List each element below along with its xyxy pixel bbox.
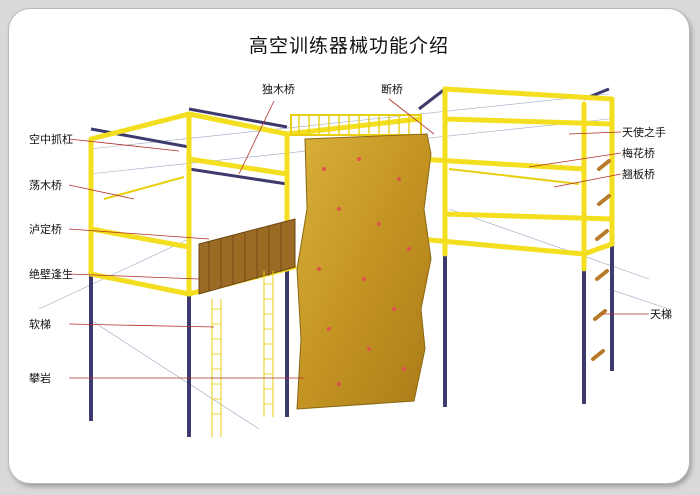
- label-rope-ladder: 软梯: [29, 318, 51, 331]
- equipment-illustration: [38, 86, 670, 437]
- label-plum-blossom-bridge: 梅花桥: [622, 147, 655, 160]
- label-single-log-bridge: 独木桥: [262, 83, 295, 96]
- ladder-rungs: [212, 283, 273, 415]
- label-sky-ladder: 天梯: [650, 308, 672, 321]
- climbing-holds: [317, 157, 411, 386]
- label-air-grab-bar: 空中抓杠: [29, 133, 73, 146]
- rope-ladders: [211, 271, 274, 437]
- climbing-wall: [296, 133, 432, 410]
- purple-crossbars: [90, 87, 610, 186]
- label-luding-bridge: 泸定桥: [29, 223, 62, 236]
- label-rock-climbing: 攀岩: [29, 372, 51, 385]
- label-seesaw-bridge: 翘板桥: [622, 168, 655, 181]
- yellow-frame: [88, 86, 615, 297]
- diagram-card: 高空训练器械功能介绍: [8, 8, 690, 484]
- sky-ladder: [591, 159, 611, 361]
- label-angel-hand: 天使之手: [622, 126, 666, 139]
- leader-lines: [68, 98, 649, 379]
- top-railing: [290, 114, 422, 136]
- label-swing-log-bridge: 荡木桥: [29, 179, 62, 192]
- diagram-title: 高空训练器械功能介绍: [248, 35, 449, 57]
- label-cliff-escape: 绝壁逢生: [29, 268, 73, 281]
- cliff-panel: [198, 218, 296, 295]
- label-broken-bridge: 断桥: [381, 83, 403, 96]
